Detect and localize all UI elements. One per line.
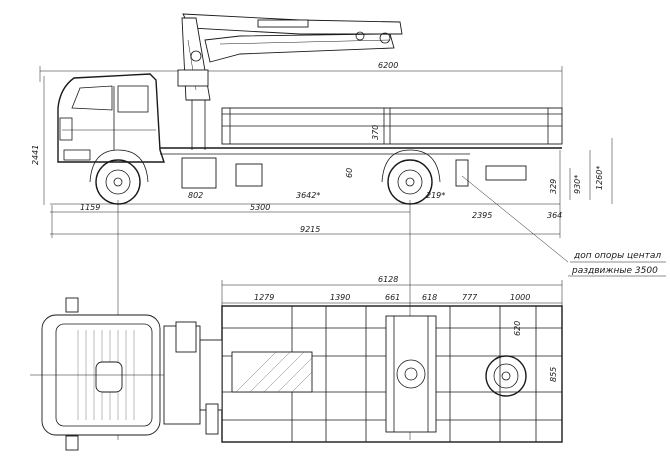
dim-front-overhang: 1159 <box>80 203 100 212</box>
dim-wheelbase: 5300 <box>250 203 270 212</box>
plan-view: 6128 1279 1390 661 618 777 1000 <box>30 275 563 451</box>
dim-seg1: 1279 <box>254 293 274 302</box>
dim-rear-end: 364 <box>547 211 562 220</box>
dim-body-height-a: 930* <box>573 175 582 194</box>
dim-frame-height: 60 <box>345 168 354 178</box>
spare-wheel <box>485 355 527 397</box>
note-line1: доп опоры центал <box>573 251 661 261</box>
dim-body-offset: 802 <box>188 191 203 200</box>
dim-height: 2441 <box>31 145 40 165</box>
outrigger-note: доп опоры центал раздвижные 3500 <box>568 251 666 277</box>
dim-body-height-b: 1260* <box>595 166 604 190</box>
crane <box>177 13 403 150</box>
dim-side-board: 370 <box>371 125 380 140</box>
dim-seg6: 1000 <box>510 293 530 302</box>
dim-side-a: 620 <box>513 321 522 336</box>
dim-rear-overhang: 2395 <box>472 211 492 220</box>
dim-overall-length: 9215 <box>300 225 320 234</box>
dim-seg4: 618 <box>422 293 437 302</box>
note-line2: раздвижные 3500 <box>571 266 658 276</box>
dim-seg5: 777 <box>462 293 478 302</box>
dim-side-b: 855 <box>549 367 558 382</box>
cargo-platform: 370 <box>160 107 563 155</box>
dim-overall-length-top: 6200 <box>378 61 398 70</box>
dim-rear-axle-offset: 219* <box>426 191 445 200</box>
front-wheel <box>89 149 149 205</box>
dim-platform-height: 329 <box>549 179 558 194</box>
cab <box>57 73 165 163</box>
dim-body-length: 6128 <box>378 275 398 284</box>
dim-seg3: 661 <box>385 293 400 302</box>
side-view: 6200 2441 <box>31 13 613 440</box>
dim-seg2: 1390 <box>330 293 350 302</box>
cab-top-view <box>30 297 220 451</box>
dim-center: 3642* <box>296 191 320 200</box>
